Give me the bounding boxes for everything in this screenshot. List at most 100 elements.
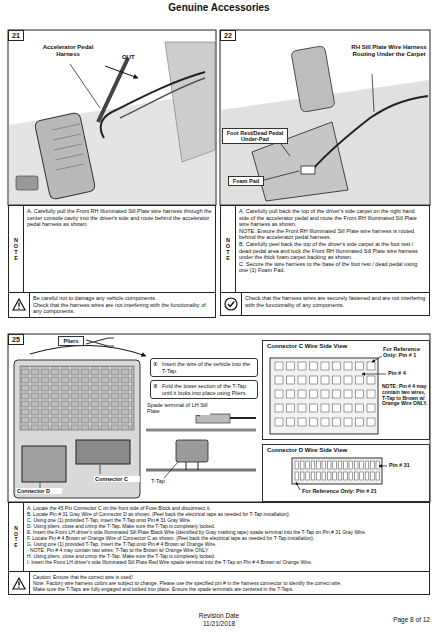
drawing-rect <box>292 458 382 484</box>
footer-text: Page 8 of 12 <box>340 616 430 623</box>
note-column: NOTE <box>9 503 24 571</box>
callout-box-text: Foam Pad <box>231 178 261 184</box>
note-body: A. Carefully pull the Front RH Illuminat… <box>24 206 215 292</box>
footer-text: Revision Date <box>169 612 269 619</box>
drawing-rect <box>360 461 364 469</box>
note-text: C. Secure the wire harness to the base o… <box>239 261 426 274</box>
drawing-rect <box>338 461 342 469</box>
note-text: C. Using one (1) provided T-Tap, insert … <box>27 517 426 523</box>
instruction-box: ①Insert the wire of the vehicle into the… <box>150 358 258 377</box>
step-number-text: 22 <box>224 32 232 39</box>
note-text: B. Carefully peel back the top of the dr… <box>239 241 426 261</box>
note-text: A. Carefully pull back the top of the dr… <box>239 208 426 228</box>
drawing-rect <box>196 414 230 423</box>
drawing-rect <box>310 404 318 412</box>
drawing-rect <box>176 440 208 462</box>
drawing-path <box>372 74 374 112</box>
caution-text: Check that the harness wires are not int… <box>33 302 212 315</box>
step25-illustration <box>14 338 387 498</box>
drawing-rect <box>344 472 348 480</box>
note-text: A. Locate the 45 Pin Connector C on the … <box>27 505 426 511</box>
callout-box-text: Pliers <box>61 338 81 344</box>
drawing-path <box>372 356 382 362</box>
instruction-box: ②Fold the lower section of the T-Tap unt… <box>150 380 258 399</box>
drawing-rect <box>275 376 283 384</box>
drawing-path <box>105 66 138 78</box>
drawing-rect <box>8 334 430 502</box>
note-box: NOTEA. Locate the 45 Pin Connector C on … <box>8 502 430 572</box>
drawing-path <box>379 466 387 467</box>
note-box: NOTE A. Carefully pull back the top of th… <box>220 205 430 293</box>
drawing-rect <box>333 461 337 469</box>
drawing-rect <box>310 376 318 384</box>
note-text: NOTE: Ensure the Front RH Illuminated Si… <box>239 228 426 241</box>
drawing-rect <box>321 404 329 412</box>
drawing-rect <box>376 461 380 469</box>
callout-number: ② <box>153 383 162 396</box>
caution-text: Be careful not to damage any vehicle com… <box>33 295 212 302</box>
drawing-rect <box>310 390 318 398</box>
part-label: Spade terminal of LH Sill Plate <box>146 402 210 415</box>
part-label: Pin # 31 <box>389 462 429 468</box>
caution-icon <box>9 572 30 594</box>
caution-text: Check that the harness wires are securel… <box>245 295 426 308</box>
drawing-rect <box>275 362 283 370</box>
note-text: - NOTE: Pin # 4 may contain two wires; T… <box>27 547 426 553</box>
note-body: A. Carefully pull back the top of the dr… <box>236 206 429 292</box>
note-heading: NOTE <box>225 237 231 261</box>
drawing-rect <box>298 404 306 412</box>
drawing-path <box>186 462 198 470</box>
note-text: E. Insert the Front LH driver's side Ill… <box>27 529 426 535</box>
drawing-path <box>120 78 205 118</box>
note-text: H. Using pliers, close and crimp the T-T… <box>27 553 426 559</box>
connector-pins <box>275 362 380 480</box>
note-text: D. Using pliers, close and crimp the T-T… <box>27 523 426 529</box>
drawing-rect <box>300 472 304 480</box>
drawing-rect <box>300 461 304 469</box>
connector-view-text: Connector D Wire Side View <box>263 445 429 455</box>
instruction-text: Insert the wire of the vehicle into the … <box>162 361 255 374</box>
drawing-path <box>296 482 300 490</box>
drawing-rect <box>333 472 337 480</box>
step-number-text: 21 <box>12 32 20 39</box>
instruction-text: Fold the lower section of the T-Tap unti… <box>162 383 255 396</box>
drawing-rect <box>333 418 341 426</box>
drawing-rect <box>298 376 306 384</box>
drawing-rect <box>356 390 364 398</box>
drawing-path <box>164 462 178 478</box>
drawing-rect <box>291 46 335 113</box>
part-label: NOTE: Pin # 4 may contain two wires, T-T… <box>382 384 429 407</box>
part-label: Connector C <box>94 476 140 482</box>
drawing-path <box>101 72 205 138</box>
drawing-rect <box>22 446 66 482</box>
drawing-rect <box>333 390 341 398</box>
drawing-rect <box>287 390 295 398</box>
caution-box: Caution: Ensure that the correct wire is… <box>8 571 430 595</box>
drawing-rect <box>333 362 341 370</box>
drawing-polygon <box>165 42 215 162</box>
step22-illustration <box>221 46 429 204</box>
drawing-rect <box>20 366 134 430</box>
drawing-rect <box>367 390 375 398</box>
part-label: For Reference Only: Pin # 1 <box>383 346 429 359</box>
part-label: For Reference Only: Pin # 21 <box>302 488 412 494</box>
drawing-rect <box>311 461 315 469</box>
drawing-rect <box>354 461 358 469</box>
drawing-rect <box>356 418 364 426</box>
caution-body: Check that the harness wires are securel… <box>242 293 429 315</box>
drawing-rect <box>367 404 375 412</box>
note-column: NOTE <box>9 206 24 292</box>
drawing-rect <box>76 440 130 464</box>
step21-illustration <box>9 42 215 204</box>
callout-number: ① <box>153 361 162 374</box>
caution-text: Note: Factory wire harness colors are su… <box>33 580 426 586</box>
drawing-rect <box>365 461 369 469</box>
drawing-path <box>70 64 100 108</box>
caution-body: Be careful not to damage any vehicle com… <box>30 293 215 317</box>
note-box: NOTEA. Carefully pull the Front RH Illum… <box>8 205 216 293</box>
drawing-rect <box>344 376 352 384</box>
caution-icon <box>221 293 242 315</box>
drawing-rect <box>344 404 352 412</box>
drawing-rect <box>367 418 375 426</box>
